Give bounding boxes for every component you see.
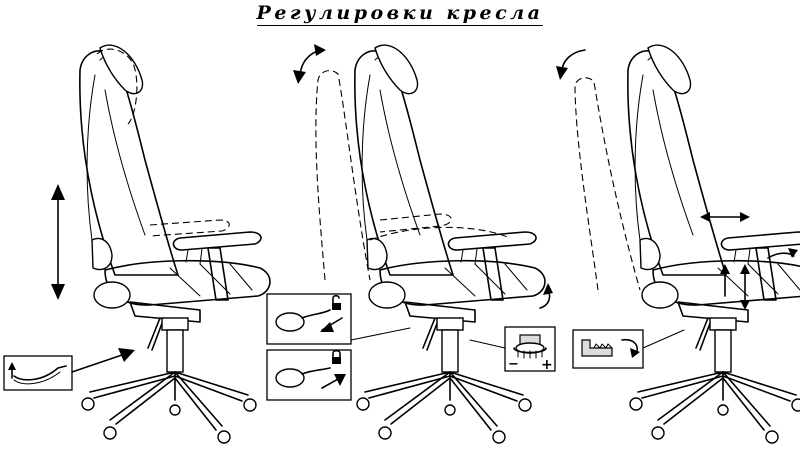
title-text: Регулировки кресла [256, 2, 544, 26]
page-title: Регулировки кресла [0, 2, 800, 26]
tilt-rotate-arrow-icon [539, 283, 553, 309]
padlock-closed-icon [332, 349, 341, 364]
chair-recline-view [556, 44, 800, 444]
armrest-height-arrow-icon [720, 264, 750, 310]
plus-sign: + [541, 357, 553, 373]
pointer-arrow-icon [71, 348, 135, 373]
chair-height-view [3, 44, 271, 444]
recline-rotate-arrow-icon [293, 44, 326, 84]
minus-sign: − [508, 357, 519, 372]
tilt-lock-inset [266, 293, 411, 401]
armrest-rotate-arrow-icon [767, 248, 798, 259]
padlock-open-icon [332, 294, 341, 310]
lift-lever-inset [3, 355, 73, 391]
tension-knob-inset: − + [469, 326, 556, 373]
height-double-arrow-icon [51, 184, 65, 300]
backrest-recline-arrow-icon [556, 49, 586, 80]
recline-lever-inset [572, 329, 685, 369]
chair-tilt-view: − + [266, 44, 556, 444]
armrest-slide-arrow-icon [700, 212, 750, 222]
